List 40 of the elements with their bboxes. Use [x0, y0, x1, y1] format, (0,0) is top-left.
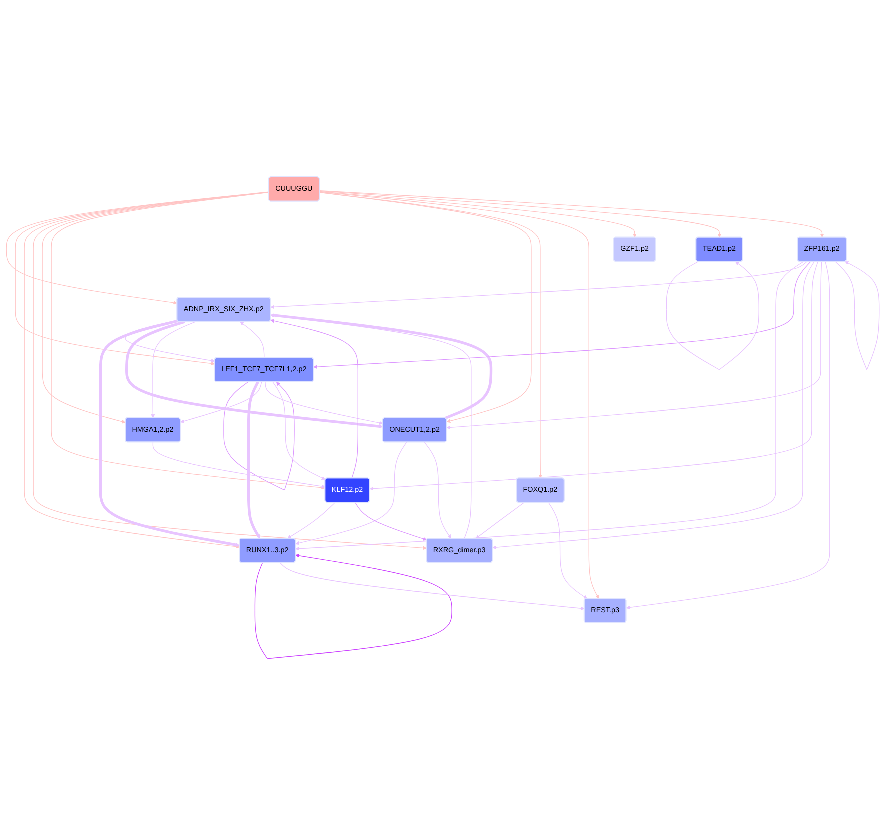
arrow: [270, 313, 493, 420]
arrow: [288, 502, 336, 538]
arrow: [151, 321, 196, 418]
arrow: [33, 192, 427, 550]
arrow: [319, 192, 532, 423]
arrow: [99, 319, 240, 547]
arrow: [319, 192, 543, 478]
arrow: [24, 191, 270, 548]
arrow: [319, 190, 637, 238]
arrow: [270, 318, 358, 478]
arrow: [355, 502, 428, 540]
arrow: [626, 260, 830, 610]
arrow: [270, 314, 472, 538]
arrow: [296, 442, 408, 545]
arrow: [370, 260, 819, 490]
arrow: [270, 260, 808, 309]
arrow: [254, 553, 452, 659]
arrow: [314, 260, 812, 369]
arrow: [476, 502, 525, 538]
arrow: [247, 381, 260, 538]
arrow: [424, 442, 452, 538]
arrow: [835, 260, 880, 370]
arrow: [224, 381, 295, 490]
arrow: [280, 562, 585, 610]
arrow: [446, 260, 822, 430]
arrow: [319, 190, 824, 238]
arrow: [319, 191, 600, 599]
arrow: [492, 260, 815, 550]
arrow: [666, 260, 760, 370]
arrow: [152, 442, 326, 488]
arrow: [240, 321, 265, 358]
arrow: [42, 192, 270, 424]
arrow: [296, 260, 804, 550]
arrow: [265, 381, 384, 425]
arrow: [319, 190, 722, 238]
arrow: [548, 502, 588, 599]
arrow: [272, 381, 326, 480]
arrow: [51, 192, 326, 490]
arrow: [126, 320, 384, 428]
arrow: [180, 381, 262, 423]
